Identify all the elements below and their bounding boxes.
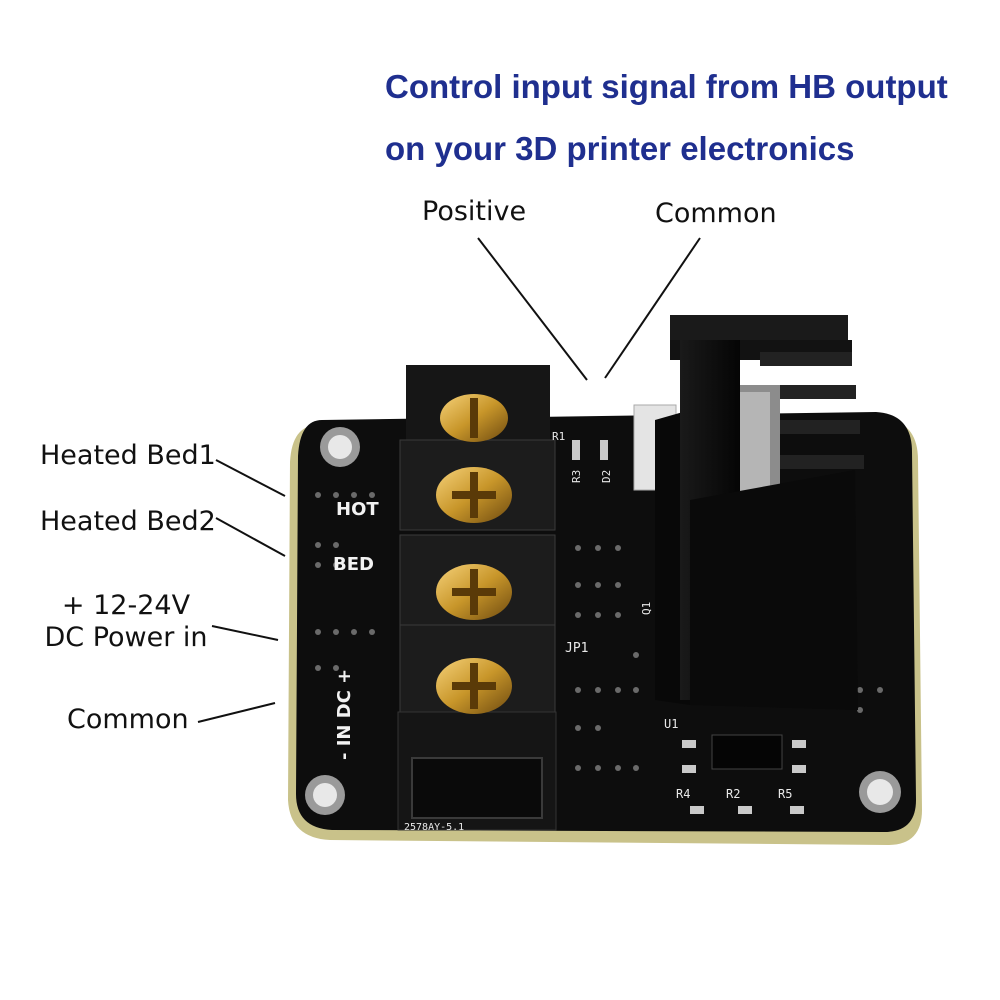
silk-r4: R4: [676, 787, 690, 801]
silk-r2: R2: [726, 787, 740, 801]
title-line-2: on your 3D printer electronics: [385, 130, 855, 167]
leader-positive: [477, 237, 588, 381]
terminal-screw-4: [436, 658, 512, 714]
mounting-hole-tl: [320, 427, 360, 467]
via-dots: [315, 492, 883, 771]
silk-r3: R3: [570, 470, 583, 483]
callout-common-top: Common: [655, 198, 777, 229]
silk-d2: D2: [600, 470, 613, 483]
callout-heated-bed1: Heated Bed1: [40, 440, 216, 471]
terminal-screw-1: [440, 394, 508, 442]
leader-heated-bed2: [215, 517, 286, 557]
leader-common-bottom: [197, 702, 276, 723]
callout-power-line2: DC Power in: [44, 622, 208, 653]
title-line-1: Control input signal from HB output: [385, 68, 948, 105]
terminal-screw-2: [436, 467, 512, 523]
mounting-hole-bl: [305, 775, 345, 815]
leader-power: [211, 625, 279, 641]
callout-common-bottom: Common: [67, 704, 189, 735]
callout-positive: Positive: [422, 196, 527, 227]
silk-part-code: 2578AY-5.1: [404, 822, 464, 833]
silk-r1: R1: [552, 430, 565, 443]
callout-power-line1: + 12-24V: [61, 590, 191, 621]
callout-heated-bed2: Heated Bed2: [40, 506, 216, 537]
silk-r5: R5: [778, 787, 792, 801]
terminal-block: [397, 365, 557, 831]
silk-hot: HOT: [336, 499, 379, 520]
silk-q1: Q1: [640, 602, 653, 615]
leader-common-top: [604, 237, 701, 379]
u1-chip: [711, 734, 783, 770]
mounting-hole-br: [859, 771, 901, 813]
silk-u1: U1: [664, 717, 678, 731]
smd-pads: [572, 440, 806, 814]
leader-heated-bed1: [215, 459, 286, 497]
heatsink: [655, 315, 864, 710]
silk-dc-in: - IN DC +: [334, 669, 355, 760]
terminal-screw-3: [436, 564, 512, 620]
silk-bed: BED: [333, 554, 374, 575]
silk-jp1: JP1: [565, 641, 588, 656]
